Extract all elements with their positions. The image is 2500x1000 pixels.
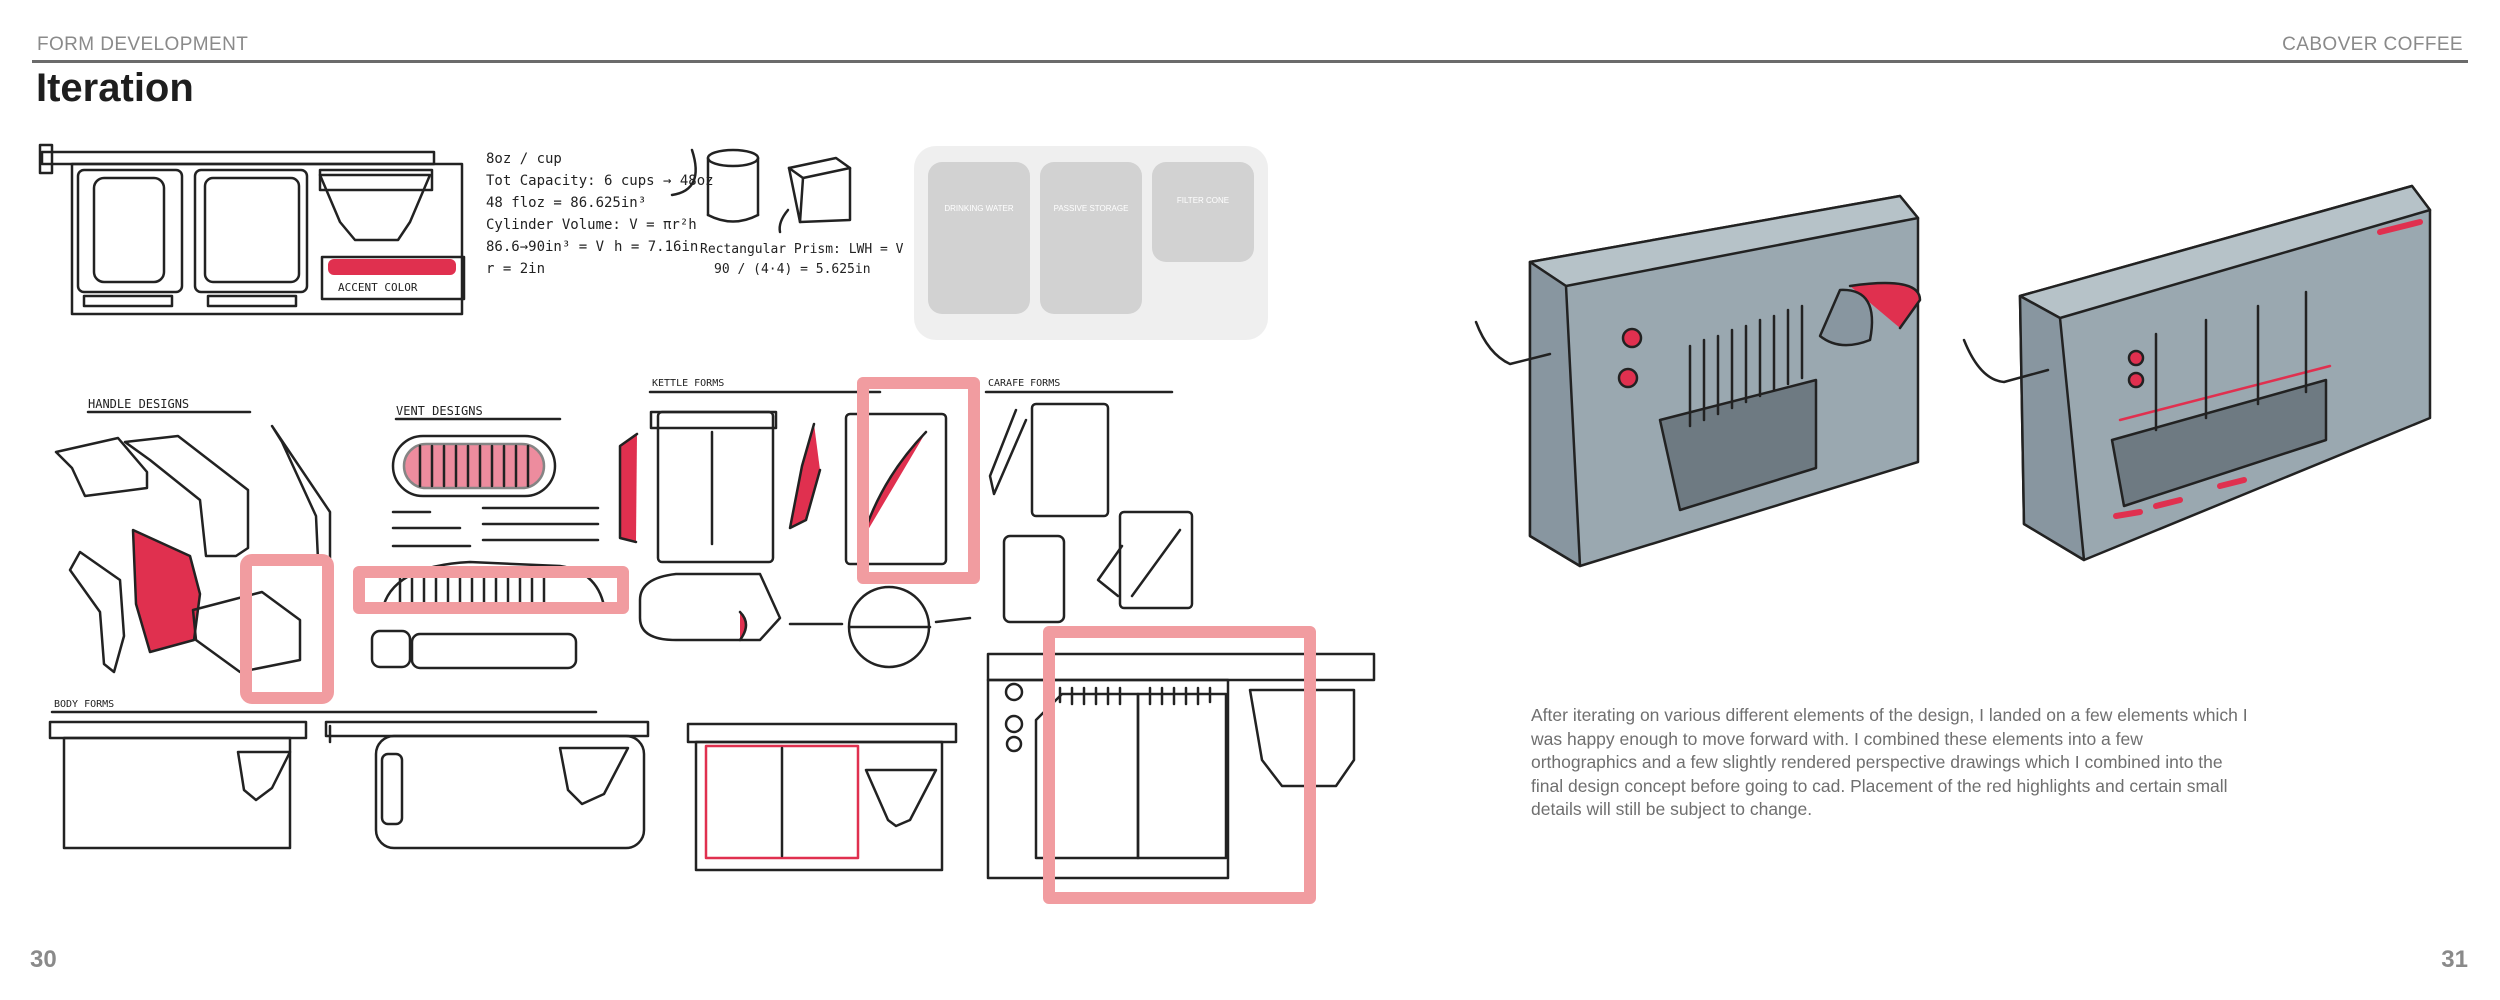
bin-label: PASSIVE STORAGE [1053,204,1129,213]
accent-swatch [328,259,456,275]
page-number-right: 31 [2441,946,2468,973]
bin-label: DRINKING WATER [944,204,1014,213]
description-paragraph: After iterating on various different ele… [1531,705,2248,819]
kettle-forms [618,390,972,669]
perspective-render-right [1962,184,2432,562]
note-line: Rectangular Prism: LWH = V [700,242,904,257]
kettle-forms-label: KETTLE FORMS [652,378,725,389]
bin-drinking-water [928,162,1030,314]
handle-designs [54,410,332,674]
project-name: CABOVER COFFEE [2282,34,2463,55]
carafe-forms-label: CARAFE FORMS [988,378,1061,389]
carafe-forms [984,390,1194,624]
body-forms-label: BODY FORMS [54,699,115,710]
accent-color-label: ACCENT COLOR [338,281,418,294]
note-line: 8oz / cup [486,151,562,167]
note-text: h = 7.16in [614,239,699,255]
ortho-sketch-large [986,652,1376,880]
note-line: 90 / (4·4) = 5.625in [714,262,871,277]
accent-swatch-frame [320,255,466,301]
note-line: Tot Capacity: 6 cups → 48oz [486,173,714,189]
note-line: 86.6→90in³ = V h = 7.16in [486,236,714,258]
vent-designs-label: VENT DESIGNS [396,404,483,418]
volume-sketches [670,148,852,234]
capacity-notes: 8oz / cup Tot Capacity: 6 cups → 48oz 48… [486,148,714,280]
handle-designs-label: HANDLE DESIGNS [88,397,190,411]
note-line: Cylinder Volume: V = πr²h [486,217,697,233]
vent-designs [370,417,607,670]
bin-filter-cone [1152,162,1254,262]
section-header: FORM DEVELOPMENT [37,34,249,55]
kettle-highlight [857,377,980,584]
perspective-render-left [1474,194,1922,568]
page-number-left: 30 [30,946,57,973]
note-line: r = 2in [486,261,546,277]
header-rule [32,60,2468,63]
ortho-highlight [1043,626,1316,904]
vent-highlight [353,566,629,614]
body-forms [48,710,958,872]
note-line: 48 floz = 86.625in³ [486,195,647,211]
handle-highlight [240,554,334,704]
bin-label: FILTER CONE [1176,196,1230,205]
ortho-sketch-top [38,143,464,316]
prism-notes: Rectangular Prism: LWH = V 90 / (4·4) = … [700,240,904,280]
note-text: 86.6→90in³ = V [486,239,605,255]
page-title: Iteration [36,66,194,110]
bin-passive-storage [1040,162,1142,314]
